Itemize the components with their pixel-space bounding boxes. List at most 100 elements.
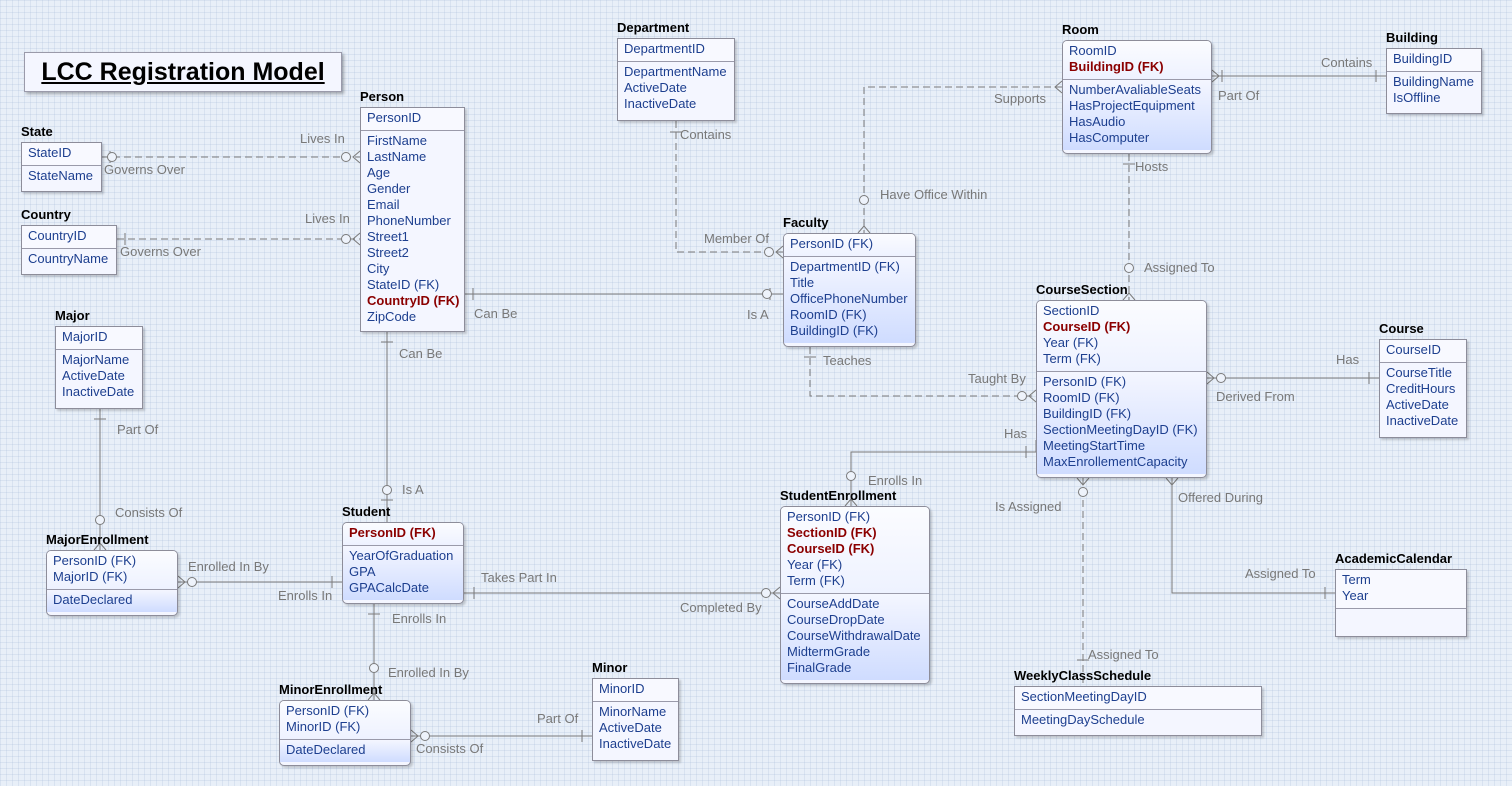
cardinality-circle <box>107 152 117 162</box>
entity-name: Person <box>360 89 405 104</box>
cardinality-crow <box>1028 389 1037 403</box>
entity-field: SectionID (FK) <box>787 525 877 540</box>
rel-label: Can Be <box>399 346 443 361</box>
entity-field: MajorID (FK) <box>53 569 128 584</box>
rel-label: Takes Part In <box>481 570 557 585</box>
entity-field: StateID (FK) <box>367 277 440 292</box>
cardinality-crow <box>857 225 871 234</box>
entity-field: PersonID (FK) <box>790 236 874 251</box>
attributes-section: PersonID (FK)RoomID (FK)BuildingID (FK)S… <box>1037 372 1206 474</box>
cardinality-circle <box>95 515 105 525</box>
entity-field: PersonID (FK) <box>349 525 436 540</box>
entity-field: GPA <box>349 564 376 579</box>
primary-key-section: PersonID (FK)MinorID (FK) <box>280 701 410 740</box>
entity-field: FinalGrade <box>787 660 852 675</box>
entity-name: Course <box>1379 321 1424 336</box>
rel-label: Is A <box>747 307 769 322</box>
entity-field: DepartmentName <box>624 64 727 79</box>
rel-label: Supports <box>994 91 1047 106</box>
cardinality-circle <box>846 471 856 481</box>
entity-field: MinorName <box>599 704 667 719</box>
rel-label: Taught By <box>968 371 1026 386</box>
primary-key-section: MajorID <box>56 327 142 350</box>
entity-field: IsOffline <box>1393 90 1441 105</box>
cardinality-circle <box>1216 373 1226 383</box>
entity-field: ActiveDate <box>624 80 687 95</box>
entity-field: InactiveDate <box>624 96 697 111</box>
entity-field: ActiveDate <box>62 368 125 383</box>
entity-field: RoomID (FK) <box>790 307 867 322</box>
primary-key-section: MinorID <box>593 679 678 702</box>
cardinality-crow <box>177 575 186 589</box>
entity-name: Room <box>1062 22 1099 37</box>
entity-field: Gender <box>367 181 411 196</box>
rel-label: Has <box>1004 426 1028 441</box>
rel-label: Contains <box>680 127 732 142</box>
rel-label: Contains <box>1321 55 1373 70</box>
entity-field: PersonID (FK) <box>787 509 871 524</box>
primary-key-section: PersonID (FK) <box>343 523 463 546</box>
relationship-line <box>850 451 1036 506</box>
entity-field: MinorID <box>599 681 645 696</box>
entity-box: PersonID (FK)MajorID (FK)DateDeclared <box>46 550 178 616</box>
entity-field: DepartmentID <box>624 41 705 56</box>
rel-label: Can Be <box>474 306 518 321</box>
primary-key-section: DepartmentID <box>618 39 734 62</box>
rel-label: Is A <box>402 482 424 497</box>
rel-label: Consists Of <box>115 505 183 520</box>
rel-label: Governs Over <box>104 162 185 177</box>
cardinality-crow <box>775 245 784 259</box>
entity-field: CourseTitle <box>1386 365 1452 380</box>
rel-label: Enrolls In <box>278 588 333 603</box>
rel-label: Offered During <box>1178 490 1264 505</box>
cardinality-circle <box>1078 487 1088 497</box>
entity-field: ActiveDate <box>599 720 662 735</box>
entity-field: City <box>367 261 390 276</box>
attributes-section <box>1336 609 1466 615</box>
entity-field: SectionID <box>1043 303 1100 318</box>
entity-field: LastName <box>367 149 427 164</box>
cardinality-circle <box>859 195 869 205</box>
primary-key-section: StateID <box>22 143 101 166</box>
entity-field: CreditHours <box>1386 381 1456 396</box>
rel-label: Teaches <box>823 353 872 368</box>
entity-field: MajorID <box>62 329 108 344</box>
entity-field: InactiveDate <box>1386 413 1459 428</box>
entity-name: WeeklyClassSchedule <box>1014 668 1152 683</box>
entity-field: BuildingID (FK) <box>1069 59 1164 74</box>
rel-label: Enrolled In By <box>188 559 269 574</box>
cardinality-crow <box>1211 69 1220 83</box>
entity-field: DepartmentID (FK) <box>790 259 900 274</box>
entity-field: YearOfGraduation <box>349 548 454 563</box>
entity-field: SectionMeetingDayID <box>1021 689 1147 704</box>
rel-label: Has <box>1336 352 1360 367</box>
entity-box: PersonID (FK)SectionID (FK)CourseID (FK)… <box>780 506 930 684</box>
cardinality-crow <box>1165 477 1179 486</box>
cardinality-crow <box>93 542 107 551</box>
entity-field: NumberAvaliableSeats <box>1069 82 1201 97</box>
